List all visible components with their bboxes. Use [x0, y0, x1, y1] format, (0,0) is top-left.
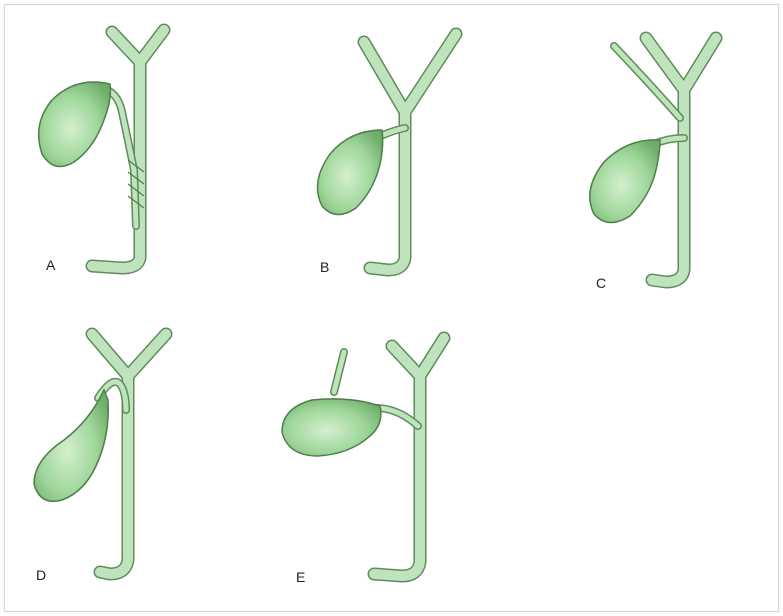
variant-b [318, 34, 457, 270]
label-d: D [36, 567, 46, 583]
variant-e [282, 338, 444, 576]
variant-d [34, 334, 166, 574]
label-a: A [46, 257, 56, 273]
gallbladder-b [318, 130, 383, 215]
variant-a [39, 30, 164, 268]
gallbladder-c [590, 140, 660, 223]
label-c: C [596, 275, 606, 291]
gallbladder-e [282, 399, 381, 456]
gallbladder-d [34, 390, 108, 501]
variant-c [590, 38, 716, 282]
gallbladder-a [39, 82, 111, 167]
label-e: E [296, 569, 305, 585]
label-b: B [320, 259, 329, 275]
